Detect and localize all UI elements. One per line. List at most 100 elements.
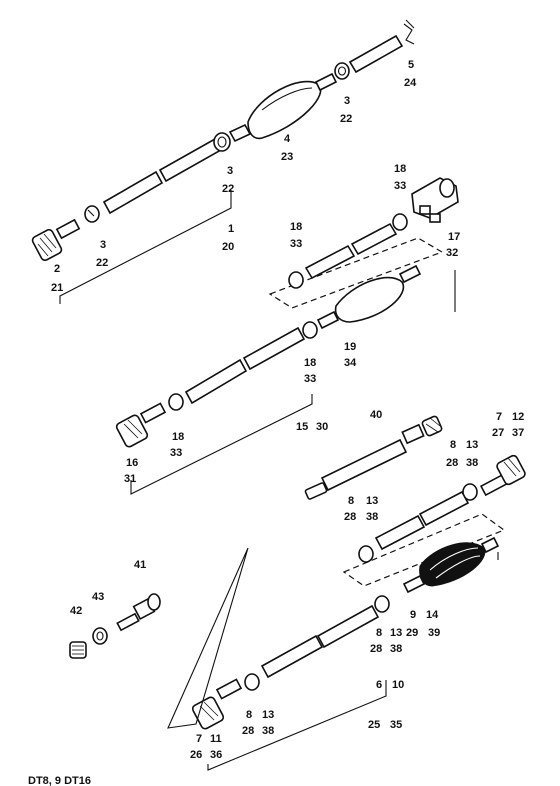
- hose-clip-3-left: [84, 205, 100, 223]
- fuel-hose-40: [304, 415, 443, 500]
- label-19: 19: [344, 341, 356, 353]
- label-8-d: 8: [246, 709, 252, 721]
- hose-clip-8-right: [462, 483, 478, 501]
- fuel-hose-short-b: [304, 244, 356, 280]
- label-9: 9: [410, 609, 416, 621]
- clamp-5: [403, 19, 415, 45]
- label-17: 17: [448, 231, 460, 243]
- model-footer: DT8, 9 DT16: [28, 775, 91, 786]
- label-12: 12: [512, 411, 524, 423]
- kit-triangle: [167, 547, 249, 729]
- label-41: 41: [134, 559, 146, 571]
- hose-clip-8-bottom: [244, 673, 260, 691]
- washer-43: [92, 627, 108, 645]
- label-25: 25: [368, 719, 380, 731]
- hose-clip-18-small: [288, 271, 304, 289]
- label-3-mid: 3: [227, 165, 233, 177]
- fuel-hose-short-e: [374, 514, 426, 551]
- part-labels: 5 24 3 22 4 23 3 22 1 20 3 22 2 21 18 33…: [51, 59, 524, 761]
- fuel-hose-15b: [242, 326, 306, 371]
- label-39: 39: [428, 627, 440, 639]
- label-33-left: 33: [170, 447, 182, 459]
- label-35: 35: [390, 719, 402, 731]
- label-13-a: 13: [466, 439, 478, 451]
- loose-parts: [69, 593, 161, 659]
- label-37: 37: [512, 427, 524, 439]
- fuel-hose-15a: [184, 358, 248, 405]
- hose-clip-18-right: [392, 213, 408, 231]
- label-38-a: 38: [466, 457, 478, 469]
- label-13-d: 13: [262, 709, 274, 721]
- hose-clip-18-left: [168, 393, 184, 411]
- kit-boundary-upper: [268, 237, 444, 309]
- label-11: 11: [210, 733, 222, 745]
- label-18-left: 18: [172, 431, 184, 443]
- label-30: 30: [316, 421, 328, 433]
- label-28-a: 28: [446, 457, 458, 469]
- label-28-c: 28: [370, 643, 382, 655]
- hose-clip-3-right: [334, 62, 350, 80]
- label-4: 4: [284, 133, 291, 145]
- label-5: 5: [408, 59, 414, 71]
- hose-clip-8-left: [358, 545, 374, 563]
- primer-bulb-4: [228, 72, 338, 143]
- label-34: 34: [344, 357, 357, 369]
- assembly-lower-fuel-line: [167, 415, 526, 771]
- label-31: 31: [124, 473, 136, 485]
- assembly-upper-fuel-line: [31, 19, 415, 304]
- label-22: 22: [340, 113, 352, 125]
- hose-clip-18-mid: [302, 321, 318, 339]
- label-22-left: 22: [96, 257, 108, 269]
- label-33-top: 33: [394, 180, 406, 192]
- label-26: 26: [190, 749, 202, 761]
- fuel-hose-short-d: [418, 490, 470, 527]
- assembly-middle-fuel-line: [115, 177, 459, 495]
- label-15: 15: [296, 421, 308, 433]
- label-21: 21: [51, 282, 63, 294]
- label-3: 3: [344, 95, 350, 107]
- fuel-joint-17: [411, 177, 459, 223]
- fuel-hose-6a: [316, 604, 380, 649]
- label-18-small: 18: [290, 221, 302, 233]
- label-13-c: 13: [390, 627, 402, 639]
- label-13-b: 13: [366, 495, 378, 507]
- label-3-left: 3: [100, 239, 106, 251]
- hose-clip-3-mid: [213, 132, 231, 152]
- label-14: 14: [426, 609, 439, 621]
- label-8-c: 8: [376, 627, 382, 639]
- fuel-hose-1: [102, 137, 223, 215]
- label-10: 10: [392, 679, 404, 691]
- fuel-hose-6b: [260, 634, 324, 679]
- label-38-d: 38: [262, 725, 274, 737]
- label-1: 1: [228, 223, 234, 235]
- nut-42: [69, 641, 87, 659]
- fuel-joint-41: [116, 593, 161, 632]
- label-18-top: 18: [394, 163, 406, 175]
- label-16: 16: [126, 457, 138, 469]
- label-22-mid: 22: [222, 183, 234, 195]
- label-2: 2: [54, 263, 60, 275]
- label-18-mid: 18: [304, 357, 316, 369]
- label-6: 6: [376, 679, 382, 691]
- label-42: 42: [70, 605, 82, 617]
- leader-group-2: [130, 394, 313, 495]
- label-38-c: 38: [390, 643, 402, 655]
- label-32: 32: [446, 247, 458, 259]
- label-33-small: 33: [290, 238, 302, 250]
- label-8-a: 8: [450, 439, 456, 451]
- leader-group-1: [59, 190, 232, 304]
- label-43: 43: [92, 591, 104, 603]
- label-28-b: 28: [344, 511, 356, 523]
- label-36: 36: [210, 749, 222, 761]
- label-23: 23: [281, 151, 293, 163]
- label-33-mid: 33: [304, 373, 316, 385]
- fuel-connector-7-bottom: [191, 678, 243, 730]
- primer-bulb-19: [316, 264, 422, 330]
- hose-clip-8-bulb: [374, 595, 390, 613]
- label-27: 27: [492, 427, 504, 439]
- label-40: 40: [370, 409, 382, 421]
- primer-bulb-9: [402, 536, 500, 594]
- fuel-hose-short-c: [350, 222, 398, 256]
